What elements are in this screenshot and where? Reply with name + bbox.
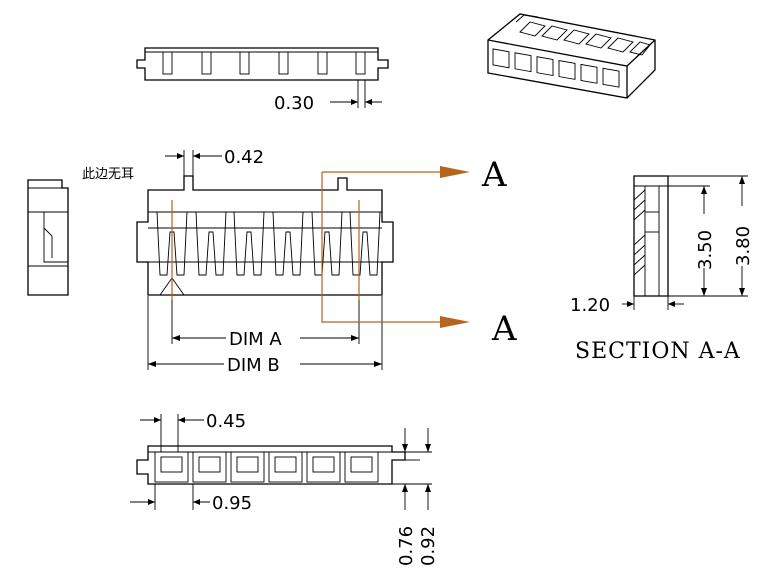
dim-a: DIM A [229, 329, 282, 350]
dim-b: DIM B [227, 355, 280, 376]
dim-1-20: 1.20 [570, 295, 610, 316]
dim-3-80: 3.80 [733, 226, 754, 266]
bottom-view: 0.45 0.95 0.76 0.92 [130, 411, 439, 566]
dim-3-50: 3.50 [695, 230, 716, 270]
front-view: 0.42 此边无耳 DIM A DIM B [82, 147, 394, 376]
top-view: 0.30 [136, 47, 389, 114]
dim-0-76: 0.76 [396, 526, 417, 566]
dim-0-42: 0.42 [224, 147, 264, 168]
top-slots [162, 51, 366, 75]
section-cut-line: A A [321, 155, 517, 349]
section-title: SECTION A-A [575, 339, 741, 364]
section-label-a-lower: A [491, 309, 517, 349]
dim-0-45: 0.45 [206, 411, 246, 432]
dim-0-92: 0.92 [418, 526, 439, 566]
front-contacts [156, 211, 381, 276]
isometric-view [487, 13, 656, 99]
dim-0-95: 0.95 [212, 493, 252, 514]
section-label-a-upper: A [481, 155, 507, 195]
no-ear-note: 此边无耳 [82, 167, 134, 182]
section-view: 3.50 3.80 1.20 SECTION A-A [570, 175, 754, 364]
bottom-cavities [154, 451, 379, 483]
dim-0-30: 0.30 [274, 93, 314, 114]
side-view [27, 179, 69, 296]
